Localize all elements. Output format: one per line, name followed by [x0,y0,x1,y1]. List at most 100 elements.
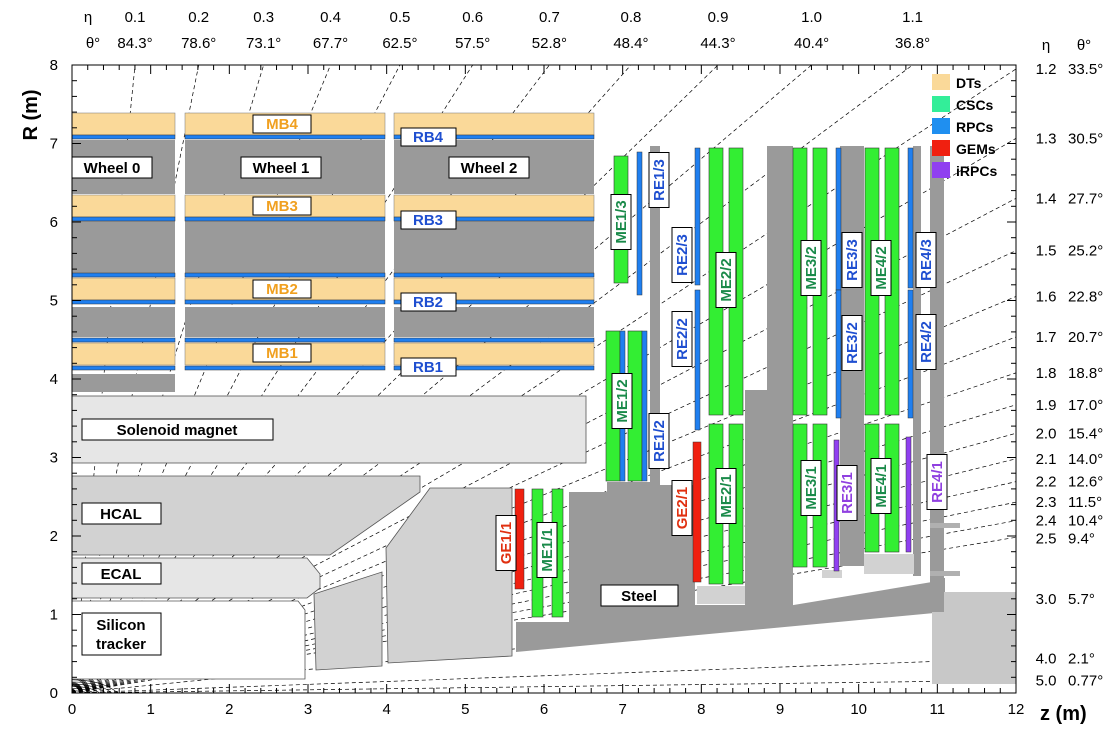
mb1-label: MB1 [266,345,298,362]
wheel1-label: Wheel 1 [253,160,310,177]
theta-symbol-right: θ° [1077,37,1091,54]
legend-label: DTs [956,75,982,91]
chamber-label-text: RE2/2 [674,318,691,360]
eta-right-value: 2.0 [1036,425,1057,442]
chamber-label-me32: ME3/2 [800,240,822,296]
chamber-label-text: GE2/1 [674,487,691,530]
steel-label: Steel [621,588,657,605]
eta-right-value: 1.4 [1036,190,1057,207]
theta-right-value: 2.1° [1068,650,1095,667]
tracker-label-1: Silicon [96,617,145,634]
x-tick-label: 0 [68,701,76,718]
chamber-label-ge21: GE2/1 [671,480,693,536]
steel-insert-2 [822,570,842,578]
eta-top-value: 1.0 [801,9,822,26]
chamber-label-text: ME4/2 [873,246,890,289]
theta-top-value: 36.8° [895,35,930,52]
y-tick-label: 7 [50,136,58,153]
theta-top-value: 78.6° [181,35,216,52]
ecal-label: ECAL [101,566,142,583]
chamber-label-re32: RE3/2 [841,315,863,371]
chamber-label-text: RE4/3 [918,239,935,281]
chamber-label-text: ME3/1 [803,466,820,509]
legend-swatch [932,96,950,112]
x-axis-title: z (m) [1040,703,1087,725]
eta-top-value: 0.5 [390,9,411,26]
region-labels: Wheel 0 Wheel 1 Wheel 2 MB4 MB3 MB2 MB1 … [71,114,679,656]
barrel-rpc-strips [71,134,595,371]
y-tick-label: 6 [50,214,58,231]
solenoid-label: Solenoid magnet [117,422,238,439]
theta-top-value: 48.4° [613,35,648,52]
eta-right-value: 2.1 [1036,451,1057,468]
x-tick-label: 5 [461,701,469,718]
chamber-label-text: RE4/1 [929,461,946,503]
chamber-label-text: GE1/1 [498,522,515,565]
theta-right-value: 14.0° [1068,451,1103,468]
mb2-label: MB2 [266,281,298,298]
chamber-label-text: ME1/1 [539,528,556,571]
chamber-label-text: RE3/2 [844,322,861,364]
theta-top-value: 40.4° [794,35,829,52]
theta-right-value: 30.5° [1068,130,1103,147]
chamber-label-me13: ME1/3 [610,194,632,250]
theta-right-value: 0.77° [1068,672,1103,689]
theta-top-value: 62.5° [382,35,417,52]
beam-arc [71,681,113,694]
legend-swatch [932,162,950,178]
eta-right-value: 5.0 [1036,672,1057,689]
hcal-label: HCAL [100,506,142,523]
eta-symbol-top: η [84,9,92,26]
theta-right-value: 22.8° [1068,288,1103,305]
chamber-label-re23: RE2/3 [671,227,693,283]
y-tick-label: 5 [50,293,58,310]
chamber-label-text: RE4/2 [918,321,935,363]
eta-line [72,65,473,693]
x-tick-label: 7 [618,701,626,718]
x-tick-label: 4 [382,701,390,718]
theta-top-value: 67.7° [313,35,348,52]
eta-top-value: 0.2 [188,9,209,26]
x-tick-label: 3 [304,701,312,718]
steel-arm-2 [930,571,960,576]
eta-right-value: 1.9 [1036,397,1057,414]
wheel2-label: Wheel 2 [461,160,518,177]
endcap-steel-body [516,146,945,652]
eta-top-value: 0.7 [539,9,560,26]
steel-arm-1 [930,523,960,528]
eta-right-value: 2.2 [1036,474,1057,491]
eta-right-value: 1.6 [1036,288,1057,305]
y-tick-label: 2 [50,528,58,545]
rb4-label: RB4 [413,129,444,146]
eta-top-value: 0.8 [620,9,641,26]
chamber-label-me11: ME1/1 [536,522,558,578]
eta-top-labels: ηθ°0.184.3°0.278.6°0.373.1°0.467.7°0.562… [84,9,930,52]
chamber-label-text: ME2/1 [718,474,735,517]
chamber-label-text: ME3/2 [803,246,820,289]
eta-top-value: 0.9 [708,9,729,26]
mb3-label: MB3 [266,198,298,215]
wheel0-label: Wheel 0 [84,160,141,177]
eta-right-value: 2.3 [1036,494,1057,511]
eta-top-value: 0.1 [125,9,146,26]
tracker-label-2: tracker [96,636,146,653]
beam-arc [71,679,119,694]
eta-right-value: 1.7 [1036,329,1057,346]
theta-right-value: 9.4° [1068,531,1095,548]
ecal-endcap [313,571,383,671]
theta-right-value: 18.8° [1068,365,1103,382]
chamber-label-text: ME1/3 [613,200,630,243]
chamber-label-text: RE1/3 [651,159,668,201]
eta-right-value: 4.0 [1036,650,1057,667]
rb3-label: RB3 [413,212,443,229]
theta-right-value: 15.4° [1068,425,1103,442]
chamber-label-text: ME2/2 [718,258,735,301]
eta-right-value: 1.5 [1036,243,1057,260]
eta-line [72,536,1016,693]
theta-top-value: 73.1° [246,35,281,52]
chamber-label-me22: ME2/2 [715,252,737,308]
endcap-chamber-labels: ME1/3ME1/2ME1/1RE1/3RE1/2RE2/3RE2/2ME2/2… [495,152,948,578]
